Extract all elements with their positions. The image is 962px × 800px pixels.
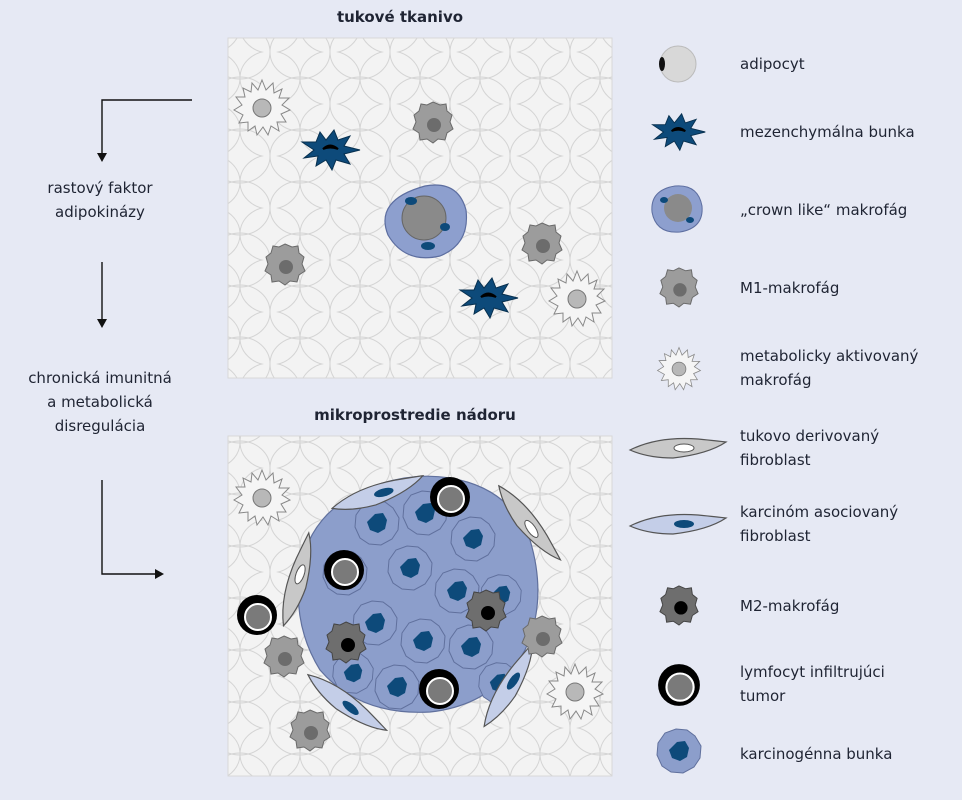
crown-like-macrophage-icon — [384, 184, 468, 259]
flow-arrows — [101, 99, 192, 575]
crown-like-macrophage-icon — [651, 185, 703, 233]
legend-label-adipose-fibroblast-line-2: fibroblast — [740, 451, 811, 469]
metabolic-macrophage-icon — [657, 347, 701, 391]
legend-label-adipose-fibroblast-line-1: tukovo derivovaný — [740, 427, 880, 445]
lymphocyte-icon — [657, 663, 701, 707]
m2-macrophage-icon — [659, 585, 699, 626]
legend-label-lymphocyte-line-1: lymfocyt infiltrujúci — [740, 663, 885, 681]
legend-label-metabolic-line-2: makrofág — [740, 371, 812, 389]
legend-label-lymphocyte-line-2: tumor — [740, 687, 786, 705]
legend-label-adipocyte: adipocyt — [740, 55, 805, 73]
flow-step-2: chronická imunitná a metabolická disregu… — [0, 366, 200, 438]
legend-label-m2: M2-makrofág — [740, 597, 840, 615]
legend-label-metabolic: metabolicky aktivovaný makrofág — [740, 344, 918, 392]
tumor-microenvironment-panel — [227, 435, 613, 777]
arrow-3 — [101, 480, 158, 575]
flow-step-1: rastový faktor adipokinázy — [0, 176, 200, 224]
arrow-1 — [101, 99, 192, 156]
lymphocyte-icon — [323, 549, 365, 591]
carcinogenic-cell-icon — [656, 728, 702, 774]
legend-label-mesenchymal: mezenchymálna bunka — [740, 123, 915, 141]
bottom-panel-title: mikroprostredie nádoru — [314, 406, 516, 424]
m1-macrophage-icon — [659, 267, 699, 308]
arrow-3-head — [155, 569, 164, 579]
legend-label-metabolic-line-1: metabolicky aktivovaný — [740, 347, 919, 365]
flow-step-1-line-1: rastový faktor — [47, 179, 153, 197]
legend-label-cancer-fibroblast: karcinóm asociovaný fibroblast — [740, 500, 898, 548]
arrow-1-head — [97, 153, 107, 162]
legend-label-adipose-fibroblast: tukovo derivovaný fibroblast — [740, 424, 879, 472]
adipose-tissue-panel — [227, 37, 613, 379]
flow-step-1-line-2: adipokinázy — [55, 203, 145, 221]
mesenchymal-cell-icon — [651, 112, 707, 152]
legend-label-cancer-fibroblast-line-2: fibroblast — [740, 527, 811, 545]
legend-label-lymphocyte: lymfocyt infiltrujúci tumor — [740, 660, 885, 708]
top-panel-title: tukové tkanivo — [336, 8, 464, 26]
legend-label-crown-like: „crown like“ makrofág — [740, 201, 908, 219]
adipocyte-icon — [659, 45, 697, 83]
lymphocyte-icon — [418, 668, 460, 710]
flow-step-2-line-1: chronická imunitná — [28, 369, 172, 387]
legend-label-carcinogenic: karcinogénna bunka — [740, 745, 893, 763]
legend-icons — [629, 45, 727, 774]
legend-label-cancer-fibroblast-line-1: karcinóm asociovaný — [740, 503, 899, 521]
arrow-2-head — [97, 319, 107, 328]
adipose-fibroblast-icon — [629, 437, 727, 459]
flow-step-2-line-3: disregulácia — [54, 417, 146, 435]
flow-step-2-line-2: a metabolická — [47, 393, 153, 411]
cancer-fibroblast-icon — [629, 513, 727, 535]
legend-label-m1: M1-makrofág — [740, 279, 840, 297]
lymphocyte-icon — [429, 476, 471, 518]
lymphocyte-icon — [236, 594, 278, 636]
